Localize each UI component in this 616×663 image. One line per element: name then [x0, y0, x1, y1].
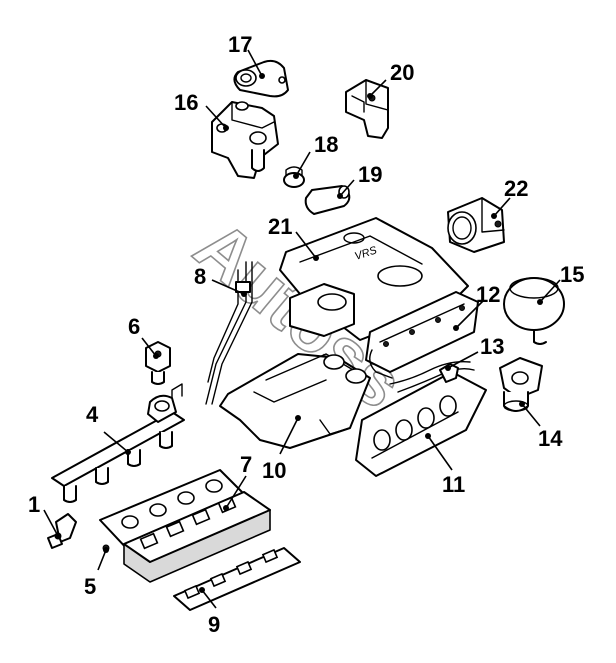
callout-18: 18 [314, 132, 338, 157]
part-22-throttle-body [447, 197, 505, 253]
leader-1 [43, 509, 59, 537]
callout-15: 15 [560, 262, 584, 287]
callout-22: 22 [504, 176, 528, 201]
callout-labels: 1 4 5 6 7 8 9 10 11 12 13 14 15 16 17 18… [28, 32, 584, 637]
part-16-thermostat-housing [211, 101, 279, 179]
part-7-manifold-spacer [123, 491, 271, 583]
leader-7 [225, 475, 247, 509]
callout-8: 8 [194, 264, 206, 289]
leader-5 [97, 549, 107, 571]
leader-19 [339, 179, 355, 197]
callout-1: 1 [28, 492, 40, 517]
callout-21: 21 [268, 214, 292, 239]
leader-9 [201, 589, 217, 609]
callout-4: 4 [86, 402, 99, 427]
part-11-head-ports [355, 371, 487, 477]
part-1-fuel-injector [47, 513, 77, 549]
callout-16: 16 [174, 90, 198, 115]
leader-16 [205, 105, 227, 129]
callout-10: 10 [262, 458, 286, 483]
part-15-vacuum-reservoir [503, 277, 565, 345]
part-20-bracket [345, 79, 389, 139]
leader-lines [43, 49, 561, 609]
callout-11: 11 [442, 472, 465, 497]
callout-5: 5 [84, 574, 96, 599]
callout-19: 19 [358, 162, 382, 187]
callout-12: 12 [476, 282, 500, 307]
leader-6 [141, 337, 157, 357]
part-12-intake-runners [365, 291, 479, 379]
callout-20: 20 [390, 60, 414, 85]
leader-15 [539, 279, 561, 303]
callout-13: 13 [480, 334, 504, 359]
callout-14: 14 [538, 426, 563, 451]
leader-17 [247, 49, 263, 77]
leader-20 [369, 79, 387, 97]
part-18-plug [283, 166, 305, 188]
callout-6: 6 [128, 314, 140, 339]
leader-11 [427, 435, 453, 471]
leader-10 [279, 417, 299, 455]
leader-18 [295, 151, 311, 177]
part-10-lower-manifold [219, 283, 371, 449]
leader-12 [455, 299, 485, 329]
leader-22 [493, 197, 511, 217]
callout-7: 7 [240, 452, 252, 477]
leader-4 [103, 431, 129, 453]
leader-8 [211, 279, 245, 295]
callout-17: 17 [228, 32, 252, 57]
part-4-fuel-rail [51, 383, 185, 503]
leader-13 [447, 351, 479, 369]
callout-9: 9 [208, 612, 220, 637]
leader-14 [521, 403, 541, 427]
part-8-vacuum-pipes [205, 261, 253, 405]
part-19-hose-connector [304, 185, 351, 215]
leader-21 [295, 231, 317, 259]
